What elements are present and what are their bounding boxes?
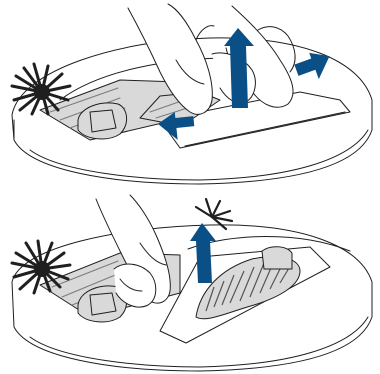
- step-2-drawing: [0, 187, 380, 374]
- step-1-illustration: [0, 0, 380, 187]
- step-2-illustration: [0, 187, 380, 374]
- step-1-drawing: [0, 0, 380, 187]
